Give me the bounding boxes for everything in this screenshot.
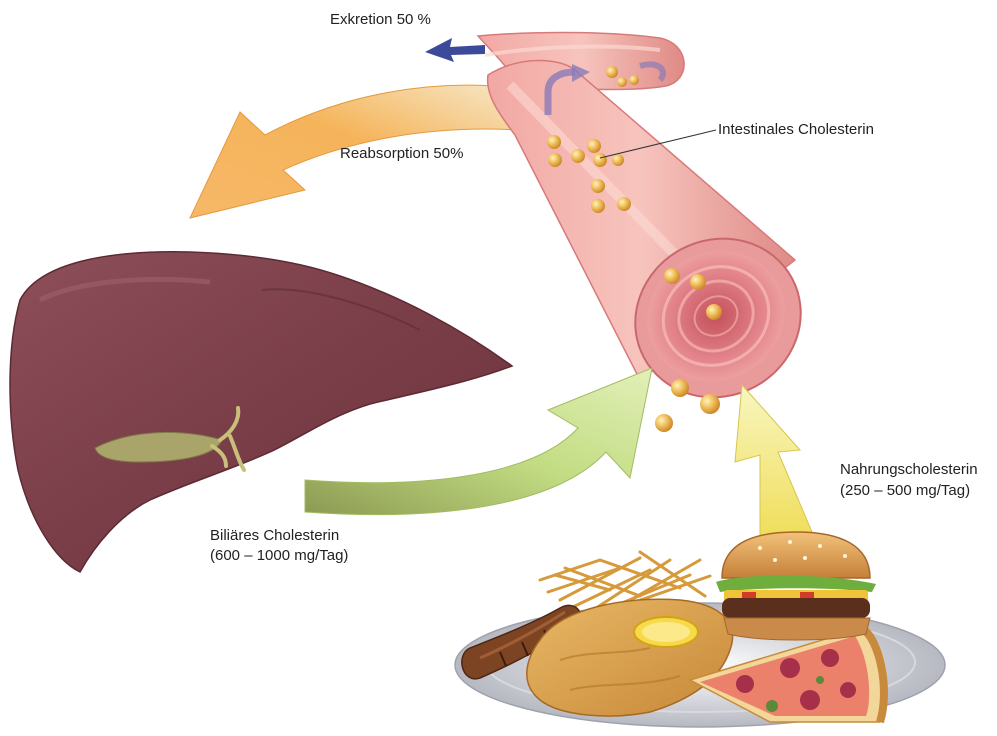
liver-icon <box>10 252 512 572</box>
cholesterol-droplet-icon <box>547 135 561 149</box>
intestine-tube-icon <box>478 33 829 427</box>
cholesterol-droplet-icon <box>571 149 585 163</box>
cholesterol-droplet-icon <box>591 179 605 193</box>
cholesterol-droplet-icon <box>617 77 627 87</box>
dietary-arrow <box>735 385 812 535</box>
excretion-label: Exkretion 50 % <box>330 10 431 29</box>
cholesterol-droplet-icon <box>617 197 631 211</box>
cholesterol-droplet-icon <box>700 394 720 414</box>
dietary-cholesterol-label: Nahrungscholesterin <box>840 460 978 479</box>
cholesterol-droplet-icon <box>587 139 601 153</box>
intestinal-cholesterol-label: Intestinales Cholesterin <box>718 120 874 139</box>
cholesterol-droplet-icon <box>706 304 722 320</box>
cholesterol-droplet-icon <box>593 153 607 167</box>
food-plate-icon <box>455 532 945 727</box>
biliary-cholesterol-label: Biliäres Cholesterin <box>210 526 339 545</box>
dietary-amount-label: (250 – 500 mg/Tag) <box>840 481 970 500</box>
excretion-arrow <box>425 38 485 62</box>
burger-icon <box>716 532 876 640</box>
cholesterol-droplet-icon <box>664 268 680 284</box>
cholesterol-droplet-icon <box>548 153 562 167</box>
cholesterol-droplet-icon <box>655 414 673 432</box>
cholesterol-droplet-icon <box>591 199 605 213</box>
biliary-amount-label: (600 – 1000 mg/Tag) <box>210 546 348 565</box>
reabsorption-label: Reabsorption 50% <box>340 144 463 163</box>
cholesterol-droplet-icon <box>690 274 706 290</box>
cholesterol-droplet-icon <box>606 66 618 78</box>
cholesterol-droplet-icon <box>671 379 689 397</box>
cholesterol-droplet-icon <box>612 154 624 166</box>
cholesterol-droplet-icon <box>629 75 639 85</box>
